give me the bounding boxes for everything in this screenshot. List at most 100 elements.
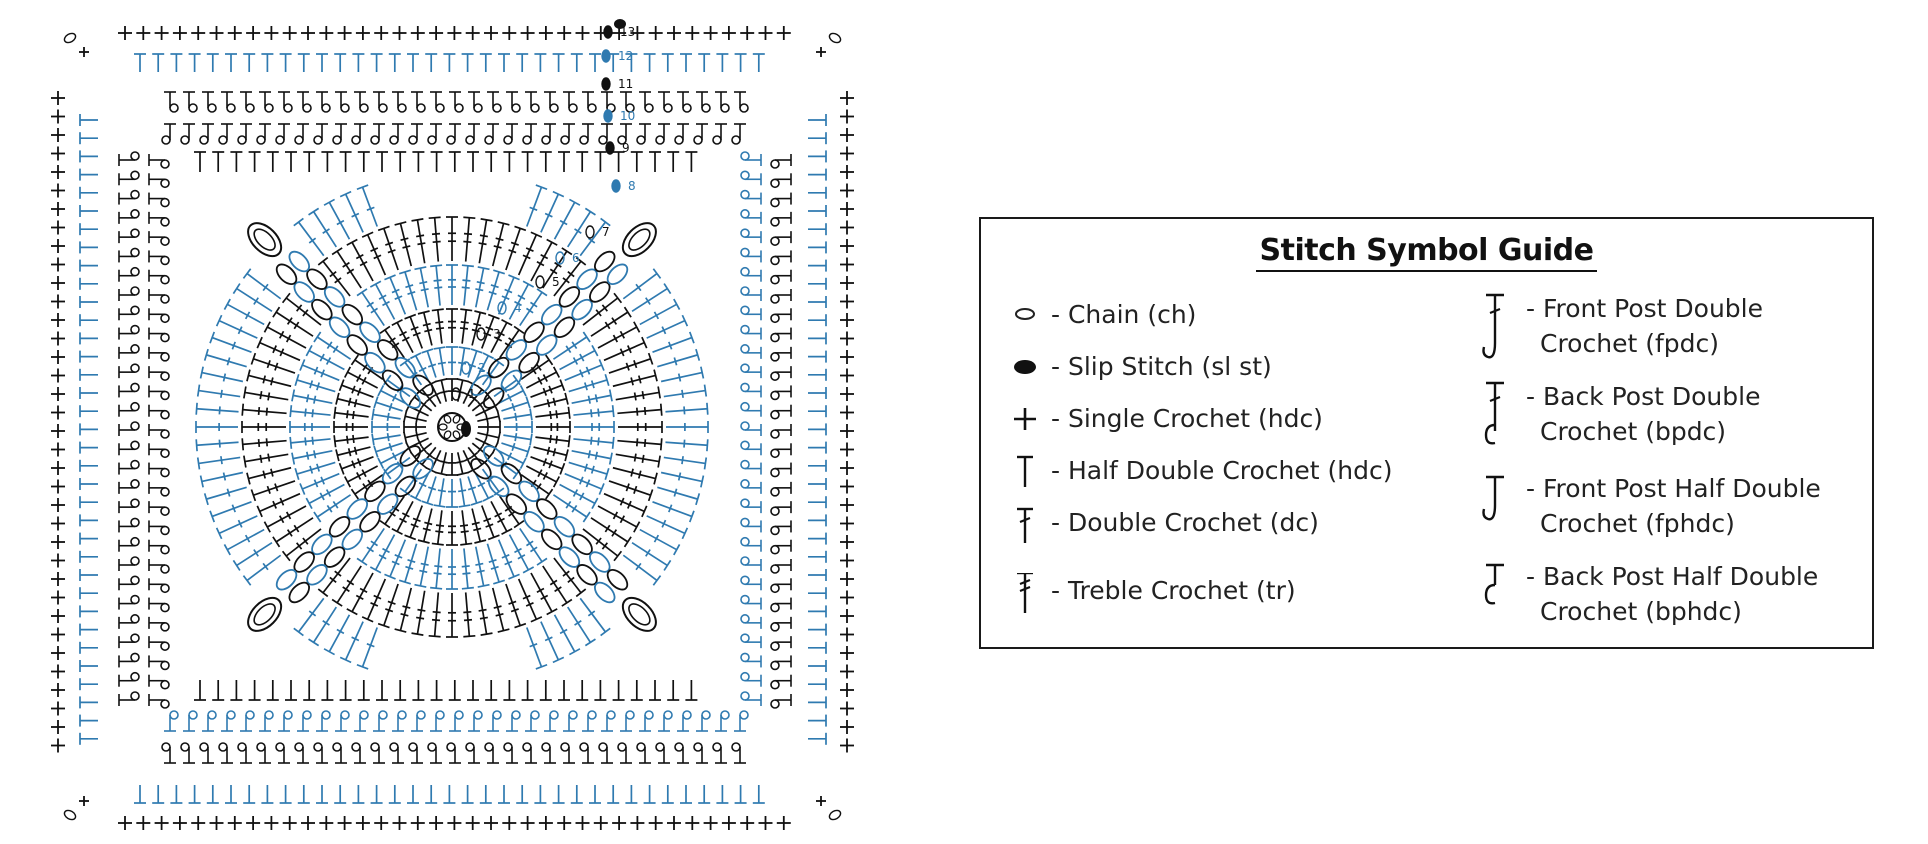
post-stitch-mark <box>636 742 651 764</box>
hdc-mark <box>808 132 827 145</box>
slip-stitch-mark <box>461 421 471 437</box>
hdc-mark <box>752 53 765 72</box>
single-crochet-mark <box>648 26 663 40</box>
stitch-mark <box>391 500 414 536</box>
legend-fphdc-label: - Front Post Half Double Crochet (fphdc) <box>1526 474 1821 538</box>
hdc-mark <box>808 532 827 545</box>
stitch-mark <box>379 495 405 529</box>
stitch-mark <box>622 268 662 300</box>
single-crochet-mark <box>667 816 681 830</box>
post-stitch-mark <box>503 123 518 145</box>
post-stitch-mark <box>740 440 762 456</box>
hdc-mark <box>808 150 827 163</box>
post-stitch-mark <box>118 305 140 321</box>
post-stitch-mark <box>770 366 792 381</box>
stitch-mark <box>317 557 351 598</box>
legend-fpdc-label: - Front Post Double Crochet (fpdc) <box>1526 294 1763 358</box>
post-stitch-mark <box>294 123 309 145</box>
stitch-mark <box>384 274 407 315</box>
single-crochet-mark <box>392 816 407 830</box>
chain-mark <box>381 369 404 392</box>
stitch-mark <box>371 408 401 421</box>
hdc-mark <box>734 53 747 72</box>
post-stitch-mark <box>770 559 792 574</box>
stitch-mark <box>542 565 573 607</box>
post-stitch-mark <box>118 517 140 533</box>
stitch-mark <box>665 402 709 415</box>
hdc-mark <box>321 680 334 701</box>
stitch-mark <box>603 336 648 362</box>
single-crochet-mark <box>840 91 854 105</box>
chain-mark <box>293 281 315 303</box>
stitch-mark <box>350 474 384 500</box>
post-stitch-mark <box>541 742 556 764</box>
legend-half-double-crochet-label: - Half Double Crochet (hdc) <box>1051 456 1393 485</box>
hdc-mark <box>425 53 438 72</box>
post-stitch-mark <box>202 710 217 732</box>
hdc-mark <box>558 151 570 172</box>
stitch-mark <box>459 308 473 344</box>
stitch-mark <box>520 474 554 500</box>
stitch-mark <box>317 256 351 297</box>
hdc-mark <box>261 53 274 72</box>
single-crochet-mark <box>51 535 65 549</box>
stitch-mark <box>486 269 506 311</box>
chain-mark <box>505 339 528 361</box>
stitch-mark <box>394 587 413 633</box>
stitch-mark <box>663 456 708 470</box>
hdc-mark <box>685 680 698 701</box>
chain-mark <box>470 457 492 480</box>
post-stitch-mark <box>148 231 170 246</box>
post-stitch-mark <box>770 346 792 362</box>
post-stitch-mark <box>118 614 140 629</box>
single-crochet-mark <box>840 424 854 438</box>
stitch-mark <box>639 528 681 556</box>
single-crochet-mark <box>648 816 663 830</box>
stitch-mark <box>503 433 533 446</box>
post-stitch-mark <box>740 517 762 533</box>
hdc-mark <box>612 680 625 701</box>
hdc-mark <box>79 241 98 254</box>
single-crochet-mark <box>758 816 773 830</box>
post-stitch-mark <box>275 742 290 764</box>
stitch-mark <box>579 217 611 257</box>
single-crochet-mark <box>840 128 854 142</box>
stitch-mark <box>394 221 413 267</box>
post-stitch-mark <box>180 742 195 764</box>
stitch-mark <box>490 318 513 354</box>
single-crochet-mark <box>337 816 352 830</box>
half-double-crochet-icon <box>1017 455 1033 487</box>
stitch-mark <box>263 505 307 533</box>
hdc-mark <box>808 605 827 618</box>
double-crochet-icon <box>1017 507 1033 543</box>
stitch-mark <box>242 268 282 300</box>
hdc-mark <box>206 785 219 804</box>
single-crochet-mark <box>51 516 65 531</box>
stitch-mark <box>639 298 681 326</box>
legend-double-crochet-label: - Double Crochet (dc) <box>1051 508 1319 537</box>
stitch-mark <box>491 587 510 633</box>
hdc-mark <box>521 680 534 701</box>
stitch-mark <box>339 190 364 233</box>
stitch-mark <box>461 264 474 306</box>
stitch-mark <box>203 348 247 368</box>
single-crochet-mark <box>703 816 718 830</box>
stitch-mark <box>497 274 520 315</box>
single-crochet-mark <box>840 331 854 346</box>
stitch-mark <box>398 269 418 311</box>
single-crochet-mark <box>51 683 65 697</box>
stitch-mark <box>631 283 672 313</box>
hdc-mark <box>498 53 510 72</box>
chain-mark <box>328 316 351 339</box>
stitch-mark <box>371 421 400 433</box>
post-stitch-mark <box>297 91 312 113</box>
hdc-mark <box>297 53 310 72</box>
post-stitch-mark <box>522 742 537 764</box>
post-stitch-mark <box>199 742 214 764</box>
hdc-mark <box>808 459 827 472</box>
post-stitch-mark <box>655 742 670 764</box>
stitch-mark <box>573 436 615 449</box>
hdc-mark <box>612 151 625 172</box>
chain-mark <box>412 457 434 480</box>
stitch-mark <box>478 218 493 264</box>
